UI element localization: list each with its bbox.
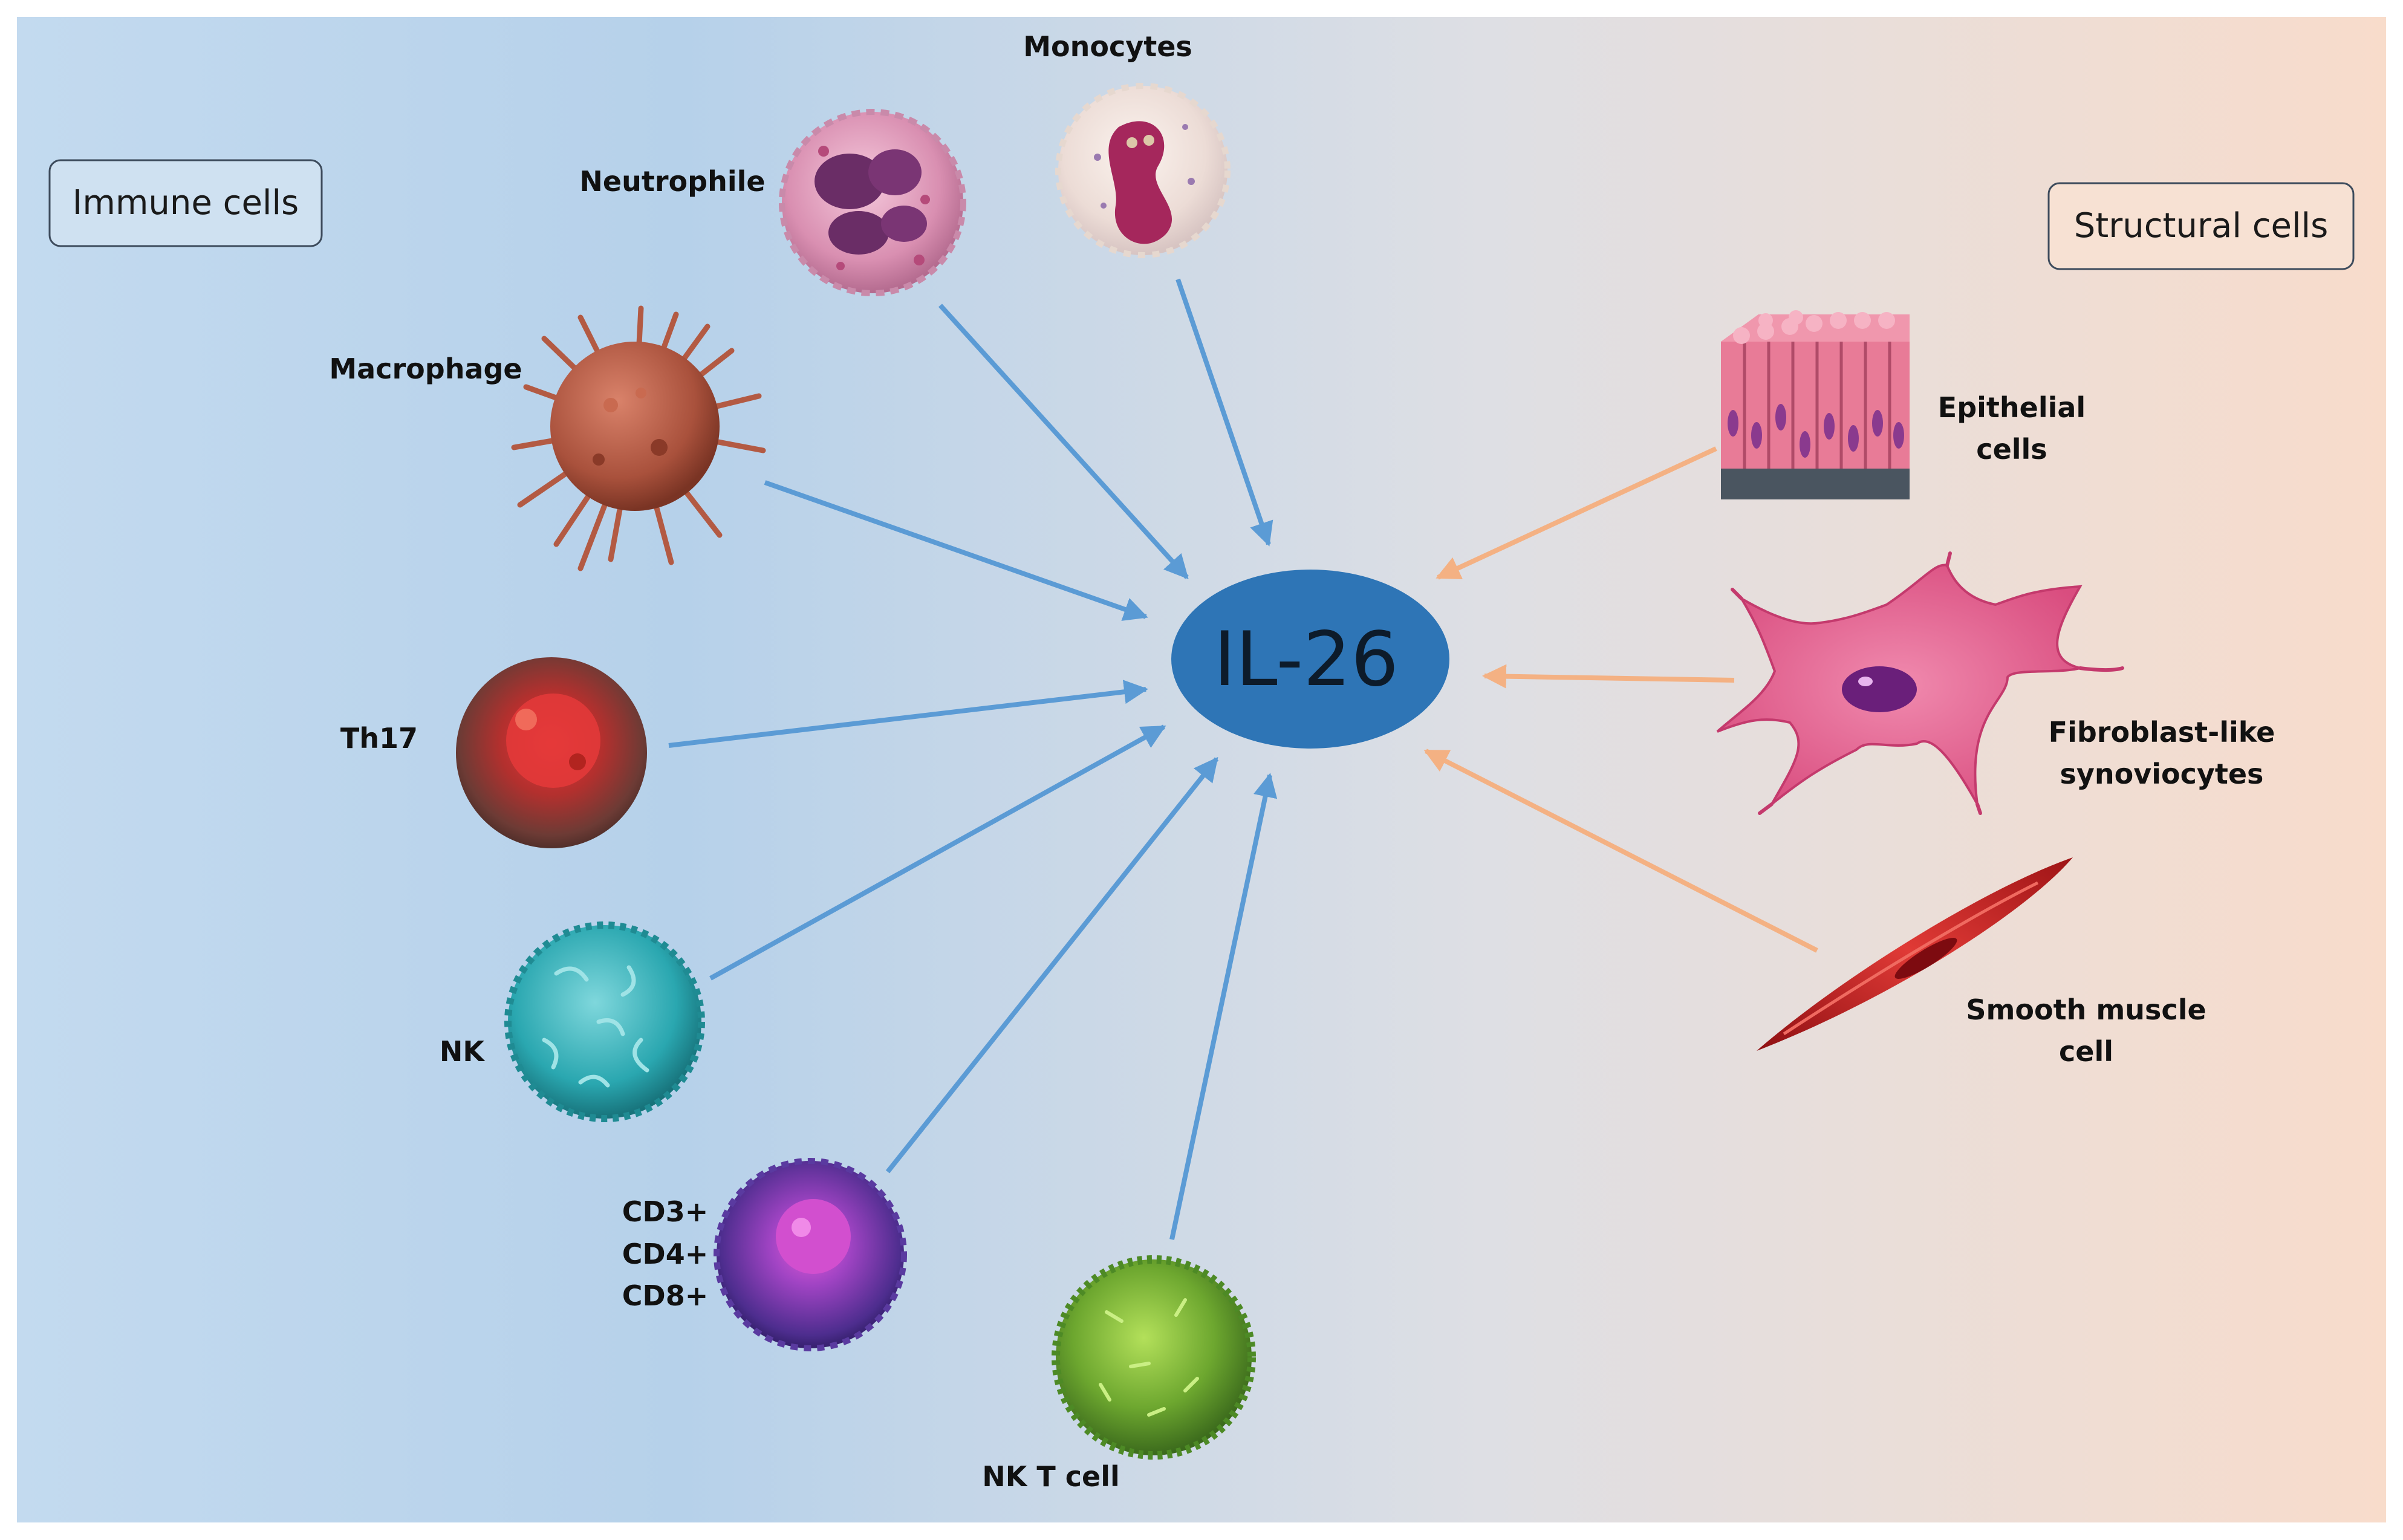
label-cd4: CD4+ [622,1238,709,1270]
arrow-th17 [668,680,1148,748]
arrow-neutrophile [938,304,1189,579]
structural-cells-label: Structural cells [2074,206,2329,245]
immune-cells-box: Immune cells [48,159,323,247]
neutrophile-cell-icon [779,109,966,296]
label-neutrophile: Neutrophile [579,165,765,198]
arrow-monocytes [1175,278,1273,547]
arrow-fibroblast [1482,664,1735,689]
arrow-cd [885,756,1219,1174]
arrow-nk [709,724,1166,981]
macrophage-cell-icon [511,305,766,571]
smooth-muscle-cell-icon [1757,857,2073,1051]
th17-cell-icon [456,657,647,848]
il26-label: IL-26 [1214,616,1399,703]
label-fibroblast-1: Fibroblast-like [2049,716,2275,749]
label-monocytes: Monocytes [1023,30,1192,63]
immune-arrows [668,278,1278,1240]
label-macrophage: Macrophage [329,353,522,385]
t-cell-icon [714,1158,907,1351]
nkt-cell-icon [1052,1255,1256,1460]
monocyte-cell-icon [1055,83,1231,258]
label-cd8: CD8+ [622,1279,709,1312]
label-cd3: CD3+ [622,1195,709,1228]
immune-cells-label: Immune cells [73,183,299,223]
label-smooth-muscle-2: cell [2059,1035,2113,1068]
arrow-nkt [1169,773,1278,1240]
label-th17: Th17 [340,722,418,755]
label-nk: NK [440,1035,486,1068]
label-nkt: NK T cell [982,1460,1120,1493]
fibroblast-cell-icon [1716,551,2124,815]
arrow-smooth-muscle [1423,749,1818,953]
label-fibroblast-2: synoviocytes [2060,758,2264,790]
label-smooth-muscle-1: Smooth muscle [1966,993,2206,1026]
structural-cells-box: Structural cells [2047,182,2355,270]
arrow-epithelial [1436,446,1717,580]
il26-node: IL-26 [1171,570,1449,749]
label-epithelial-2: cells [1976,433,2047,466]
nk-cell-icon [504,921,705,1122]
arrow-macrophage [764,480,1148,621]
label-epithelial-1: Epithelial [1938,391,2086,424]
structural-arrows [1423,446,1818,953]
epithelial-cell-icon [1721,310,1910,499]
